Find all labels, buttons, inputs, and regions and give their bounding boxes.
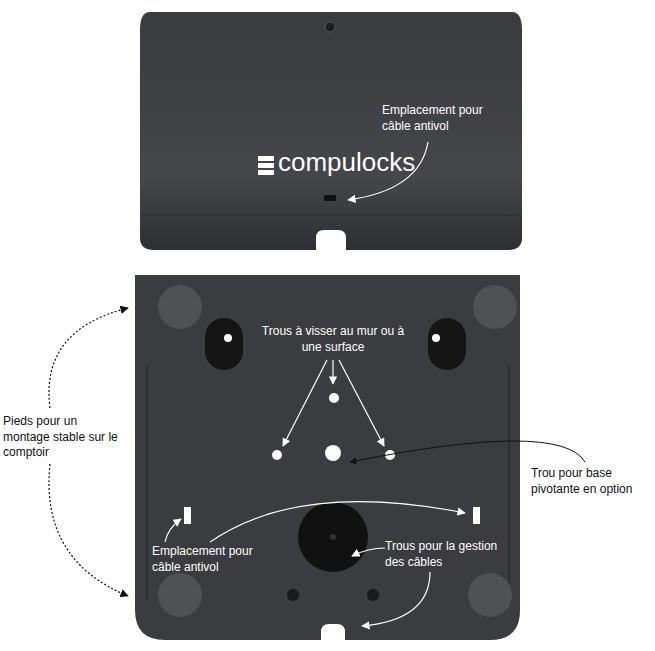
- leader-lines: [49, 142, 585, 626]
- mount-slot: [205, 318, 466, 370]
- logo-icon: [258, 156, 274, 175]
- label-text: compulocks: [278, 147, 415, 177]
- screw-hole: [272, 393, 395, 461]
- label-text: Trou pour base pivotante en option: [531, 466, 632, 496]
- callout-label: Trous pour la gestion des câbles: [385, 539, 513, 570]
- callout-label: Emplacement pour câble antivol: [382, 103, 492, 134]
- label-text: Emplacement pour câble antivol: [382, 103, 483, 133]
- label-text: Trous à visser au mur ou à une surface: [262, 324, 404, 354]
- callout-label: Trou pour base pivotante en option: [531, 466, 651, 497]
- label-text: Pieds pour un montage stable sur le comp…: [3, 414, 118, 459]
- brand-logo: compulocks: [278, 146, 428, 180]
- label-text: Trous pour la gestion des câbles: [385, 539, 497, 569]
- callout-label: Emplacement pour câble antivol: [152, 544, 270, 575]
- callout-label: Trous à visser au mur ou à une surface: [258, 324, 408, 355]
- device-front: [140, 12, 522, 250]
- label-text: Emplacement pour câble antivol: [152, 544, 253, 574]
- callout-label: Pieds pour un montage stable sur le comp…: [3, 414, 121, 461]
- base-plate: [135, 275, 520, 640]
